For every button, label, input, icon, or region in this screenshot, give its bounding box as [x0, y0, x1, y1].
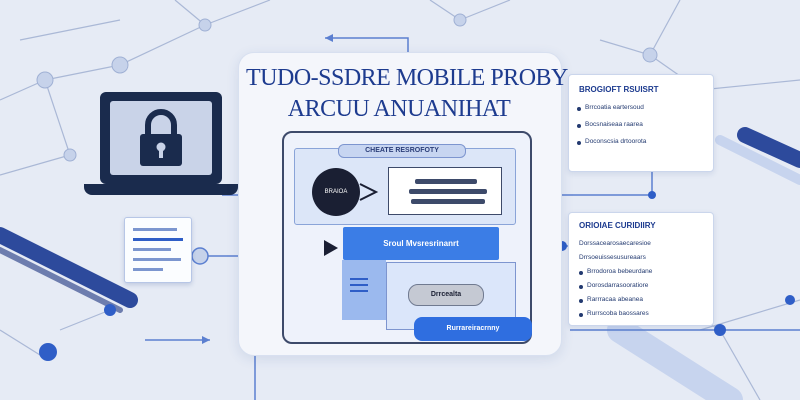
arrow-right-icon — [359, 183, 379, 201]
dot-icon — [579, 285, 583, 289]
dot-icon — [579, 313, 583, 317]
card-line: Bocsnaiseaa raarea — [585, 121, 643, 128]
info-box — [388, 167, 502, 215]
side-column — [342, 260, 386, 320]
profile-circle[interactable]: BRAIOA — [312, 168, 360, 216]
info-card-top: BROGIOFT RSUISRT Brrcoatia eartersoud Bo… — [568, 74, 714, 172]
card-line: Brrcoatia eartersoud — [585, 104, 644, 111]
dot-icon — [577, 124, 581, 128]
laptop-display — [110, 101, 212, 175]
card-line: Dorssacearosaecaresioe — [579, 240, 651, 247]
card-line: Rarrracaa abeanea — [587, 296, 644, 303]
card-title: ORIOIAE CURIDIIRY — [579, 221, 656, 230]
page-title-line1: TUDO-SSDRE MOBILE PROBY — [246, 65, 568, 91]
card-line: Doconscsia drtoorota — [585, 138, 647, 145]
card-title: BROGIOFT RSUISRT — [579, 85, 659, 94]
page-title-line2: ARCUU ANUANIHAT — [287, 96, 511, 122]
info-card-bottom: ORIOIAE CURIDIIRY Dorssacearosaecaresioe… — [568, 212, 714, 326]
window-tab[interactable]: CHEATE RESROFOTY — [338, 144, 466, 158]
dot-icon — [579, 299, 583, 303]
card-line: Brrodoroa bebeurdane — [587, 268, 653, 275]
dot-icon — [577, 141, 581, 145]
primary-button[interactable]: Rurrareiracrnny — [414, 317, 532, 341]
dot-icon — [577, 107, 581, 111]
card-line: Rurrscoba baossares — [587, 310, 649, 317]
laptop-base — [84, 184, 238, 195]
card-line: Drrsoeuissesusureaars — [579, 254, 646, 261]
profile-circle-label: BRAIOA — [324, 189, 348, 195]
document-card — [124, 217, 192, 283]
pointer-icon — [324, 240, 338, 256]
action-pill[interactable]: Drrcealta — [408, 284, 484, 306]
card-line: Dorosdarrasooratiore — [587, 282, 649, 289]
padlock-icon — [140, 109, 182, 166]
status-bar[interactable]: Sroul Mvsresrinanrt — [343, 227, 499, 260]
dot-icon — [579, 271, 583, 275]
